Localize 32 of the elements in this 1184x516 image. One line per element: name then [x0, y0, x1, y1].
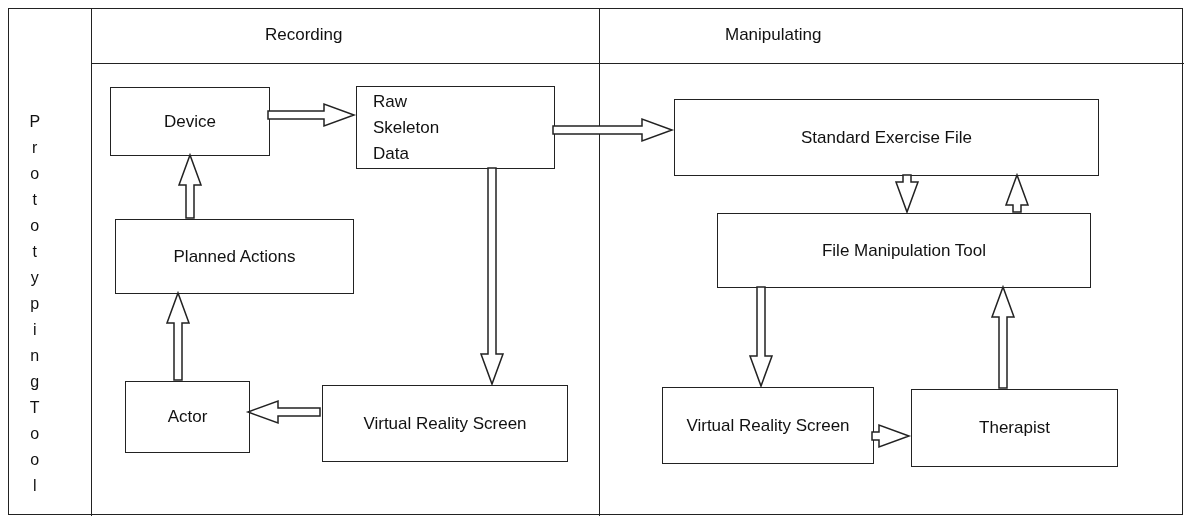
block-arrow — [552, 117, 675, 143]
process-box — [322, 385, 568, 462]
block-arrow — [894, 174, 920, 215]
vertical-title: PrototypingTool — [29, 112, 41, 496]
block-arrow — [165, 290, 191, 381]
box-label: File Manipulation Tool — [821, 239, 987, 262]
block-arrow — [1004, 172, 1030, 213]
process-box — [356, 86, 555, 169]
process-box — [115, 219, 354, 294]
process-box — [717, 213, 1091, 288]
block-arrow — [871, 423, 912, 449]
box-label: Virtual Reality Screen — [363, 412, 527, 435]
process-box — [662, 387, 874, 464]
process-box — [911, 389, 1118, 467]
box-label: Therapist — [979, 417, 1050, 439]
process-box — [110, 87, 270, 156]
block-arrow — [748, 286, 774, 389]
process-box — [125, 381, 250, 453]
block-arrow — [245, 399, 321, 425]
box-label: Virtual Reality Screen — [686, 414, 850, 437]
block-arrow — [479, 167, 505, 387]
lane-title: Recording — [265, 25, 343, 45]
box-label: Standard Exercise File — [801, 126, 972, 149]
block-arrow — [177, 152, 203, 219]
process-box — [674, 99, 1099, 176]
block-arrow — [267, 102, 357, 128]
lane-title: Manipulating — [725, 25, 822, 45]
box-label: Raw Skeleton Data — [373, 90, 441, 165]
box-label: Device — [164, 110, 216, 133]
box-label: Planned Actions — [173, 245, 296, 268]
box-label: Actor — [167, 406, 208, 428]
block-arrow — [990, 284, 1016, 389]
